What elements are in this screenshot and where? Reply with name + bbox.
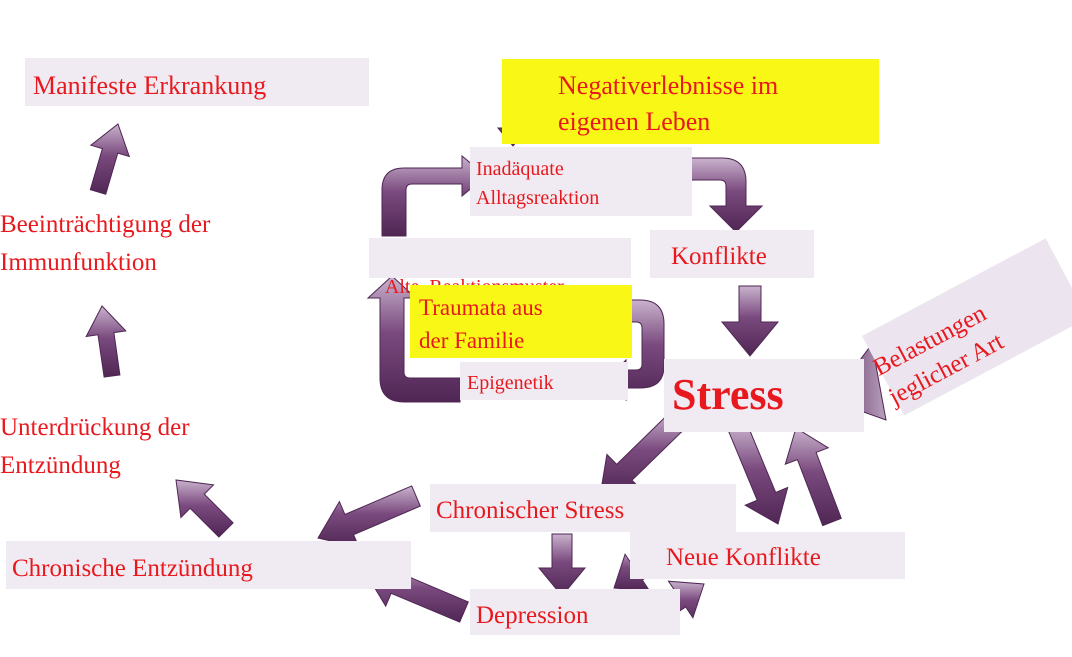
node-stress: Stress [664,359,864,432]
node-epigenetik: Epigenetik [460,362,628,400]
node-label-line-2: eigenen Leben [558,106,711,136]
node-alte-reaktionsmuster: Alte Reaktionsmuster [369,238,631,298]
node-chronischer-stress: Chronischer Stress [430,484,736,532]
node-unterdrueckung: Unterdrückung der Entzündung [0,409,190,484]
arrow-icon [85,305,127,378]
node-label-line-1: Beeinträchtigung der [0,211,211,238]
node-label-line-1: Inadäquate [476,158,564,180]
arrow-icon [784,427,842,527]
arrow-icon [537,533,587,597]
node-label: Chronische Entzündung [12,555,253,582]
node-label-line-2: Immunfunktion [0,248,157,276]
node-neue-konflikte: Neue Konflikte [630,532,905,579]
node-beeintraechtigung: Beeinträchtigung der Immunfunktion [0,206,210,281]
node-label-line-2: Alltagsreaktion [476,187,600,209]
arrow-icon [89,123,131,195]
node-depression: Depression [470,589,680,635]
node-chronische-entzuendung: Chronische Entzündung [6,541,411,589]
arrow-icon [728,423,789,525]
node-label: Neue Konflikte [666,544,821,571]
arrow-icon [720,285,780,357]
node-manifeste-erkrankung: Manifeste Erkrankung [25,58,369,106]
node-label: Depression [476,602,589,629]
curved-arrow-icon [366,275,461,403]
node-label-line-1: Unterdrückung der [0,414,190,441]
node-inadaequate: Inadäquate Alltagsreaktion [470,147,692,216]
node-label-line-1: Traumata aus [419,295,543,320]
arrow-icon [175,479,234,538]
node-label-line-2: der Familie [419,327,525,353]
node-label: Stress [672,370,784,419]
node-konflikte: Konflikte [650,230,814,278]
node-label-line-1: Negativerlebnisse im [558,71,779,100]
node-traumata: Traumata aus der Familie [410,285,632,358]
node-label: Manifeste Erkrankung [33,71,267,100]
node-label-line-2: Entzündung [0,451,121,479]
node-label: Chronischer Stress [436,497,625,524]
node-negativerlebnisse: Negativerlebnisse im eigenen Leben [502,59,879,144]
arrow-icon [317,485,421,549]
node-label: Epigenetik [467,372,554,394]
node-label: Konflikte [671,243,767,270]
